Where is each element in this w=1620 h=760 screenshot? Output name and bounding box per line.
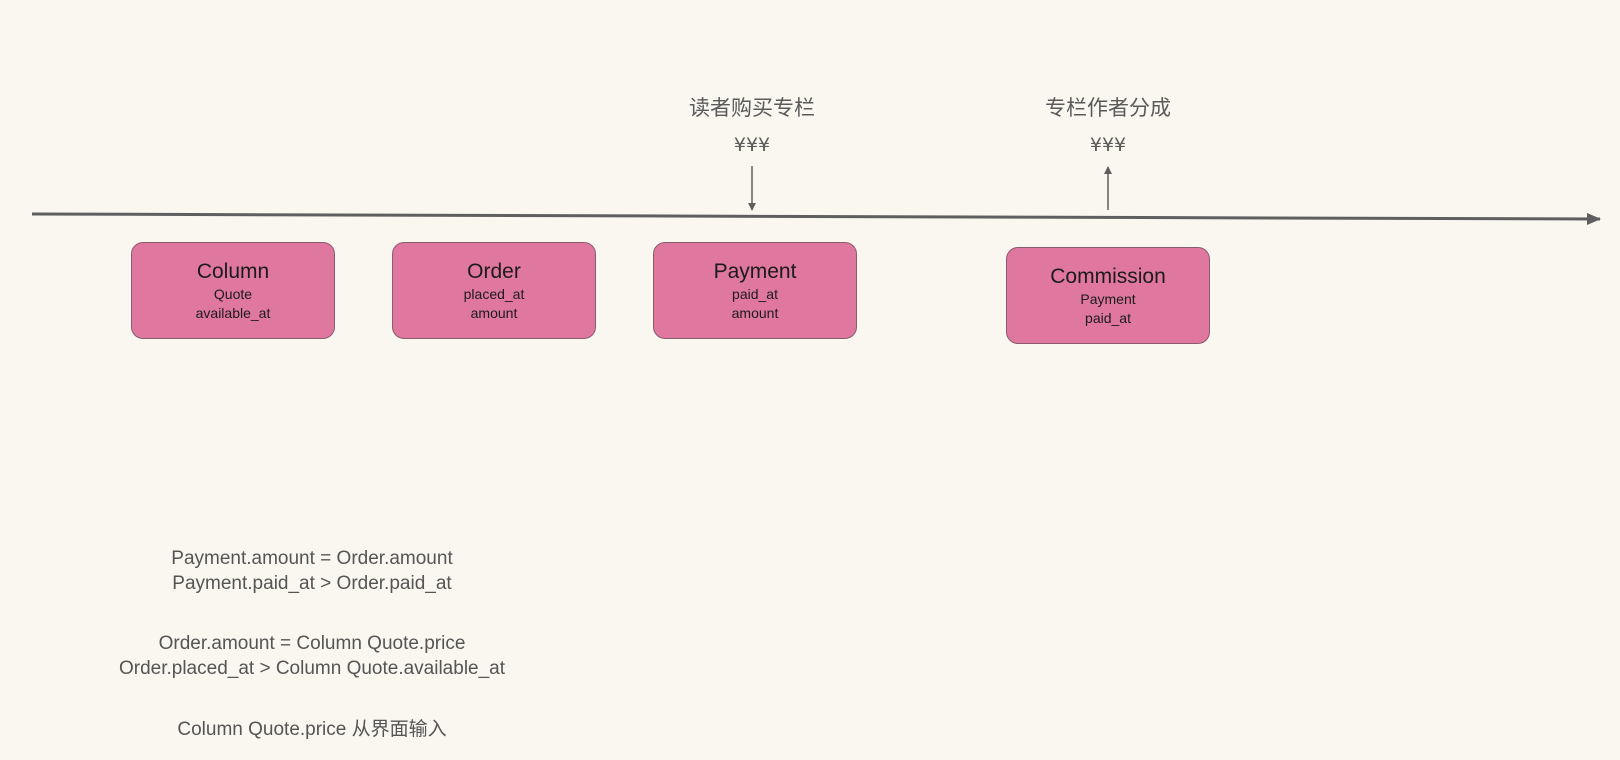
timeline-axis — [31, 212, 1601, 225]
commission-event-label: 专栏作者分成 — [1045, 96, 1171, 120]
entity-column-field: available_at — [195, 305, 271, 321]
rule-line: Order.placed_at > Column Quote.available… — [118, 658, 506, 679]
entity-payment-field: paid_at — [732, 286, 778, 302]
entity-column-field: Quote — [213, 286, 253, 302]
commission-amount: ¥¥¥ — [1089, 134, 1127, 156]
entity-order-field: amount — [470, 305, 518, 321]
entity-column-box: Column Quote available_at — [131, 242, 335, 339]
entity-payment-box: Payment paid_at amount — [653, 242, 857, 339]
entity-commission-title: Commission — [1050, 265, 1166, 288]
entity-commission-field: Payment — [1080, 291, 1136, 307]
rule-payment-order: Payment.amount = Order.amount Payment.pa… — [62, 546, 562, 596]
entity-payment-title: Payment — [713, 260, 797, 283]
rule-line: Payment.paid_at > Order.paid_at — [172, 573, 452, 594]
rule-order-column: Order.amount = Column Quote.price Order.… — [62, 631, 562, 681]
entity-payment-field: amount — [731, 305, 779, 321]
purchase-event-label: 读者购买专栏 — [689, 96, 815, 120]
rule-line: Payment.amount = Order.amount — [171, 548, 453, 569]
entity-order-title: Order — [467, 260, 521, 283]
rule-line: Column Quote.price 从界面输入 — [177, 719, 447, 740]
purchase-amount: ¥¥¥ — [733, 134, 771, 156]
rule-line: Order.amount = Column Quote.price — [158, 633, 466, 654]
entity-commission-field: paid_at — [1085, 310, 1131, 326]
entity-commission-box: Commission Payment paid_at — [1006, 247, 1210, 344]
rule-price-input: Column Quote.price 从界面输入 — [62, 717, 562, 742]
entity-order-box: Order placed_at amount — [392, 242, 596, 339]
entity-order-field: placed_at — [463, 286, 525, 302]
entity-column-title: Column — [196, 260, 270, 283]
